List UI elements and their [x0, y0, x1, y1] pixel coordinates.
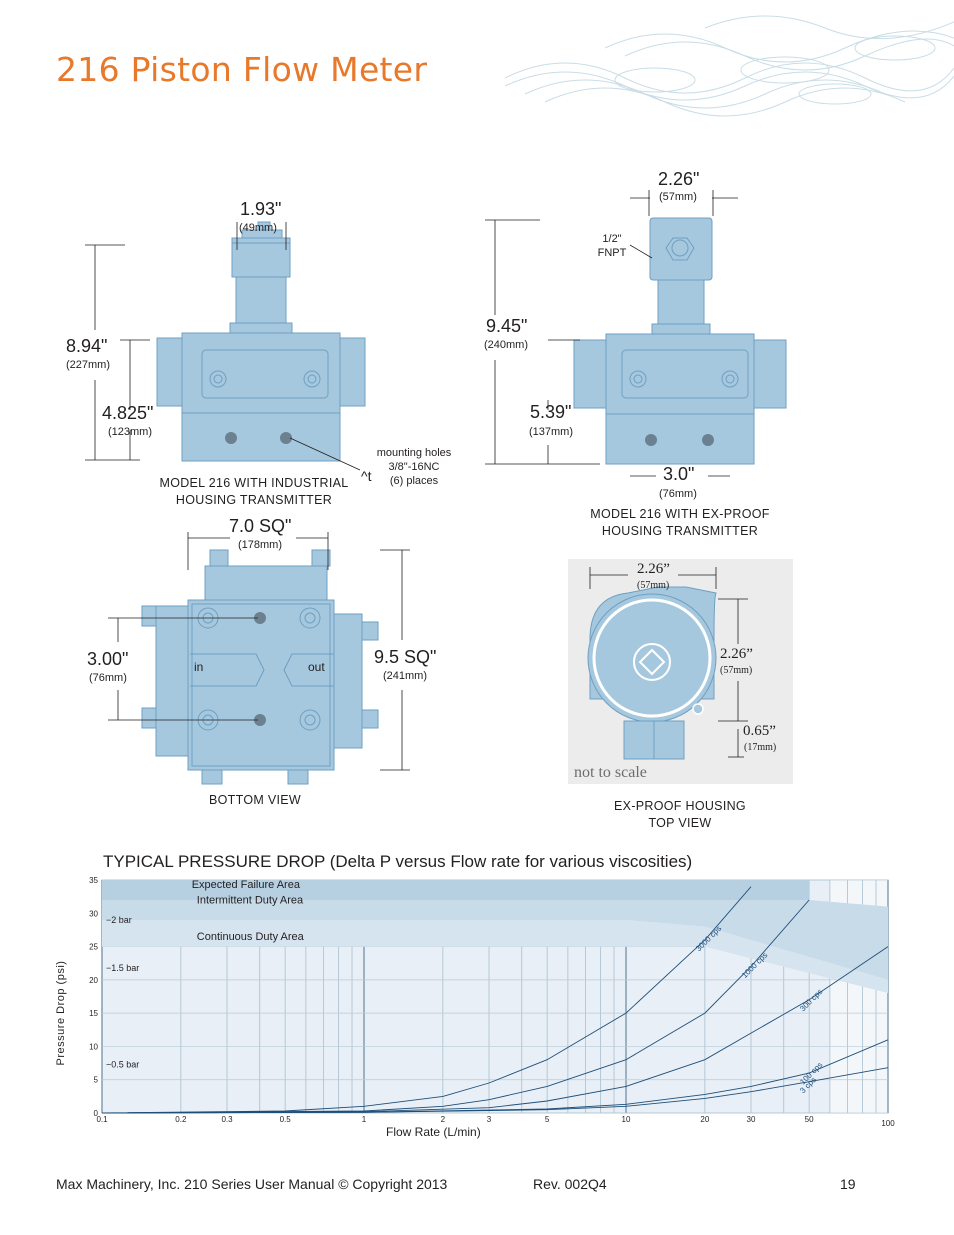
out-port-label: out [308, 660, 325, 674]
industrial-top-width-mm: (49mm) [239, 222, 277, 234]
fnpt-note: 1/2" FNPT [597, 233, 627, 259]
top-view-width: 2.26” [637, 561, 670, 577]
top-view-width-mm: (57mm) [637, 580, 670, 591]
page-title: 216 Piston Flow Meter [56, 50, 428, 89]
x-tick-label: 10 [622, 1115, 631, 1124]
footer-rev: Rev. 002Q4 [533, 1176, 607, 1192]
exproof-total-height: 9.45" [486, 316, 528, 336]
exproof-housing-drawing [485, 190, 787, 477]
x-tick-label: 0.5 [280, 1115, 292, 1124]
industrial-housing-drawing [85, 221, 366, 471]
x-tick-label: 20 [700, 1115, 709, 1124]
y-tick-label: 10 [89, 1042, 98, 1051]
series-line-300-cps [101, 946, 889, 1114]
bar-mark-label: −0.5 bar [106, 1060, 139, 1070]
top-view-offset: 0.65” [743, 723, 776, 739]
top-view-caption: EX-PROOF HOUSING TOP VIEW [614, 799, 746, 830]
x-tick-label: 1 [362, 1115, 367, 1124]
y-tick-label: 35 [89, 876, 98, 885]
x-tick-label: 0.1 [96, 1115, 108, 1124]
bottom-view-caption: BOTTOM VIEW [209, 793, 301, 807]
top-view-offset-mm: (17mm) [744, 742, 777, 753]
footer-page-number: 19 [840, 1176, 856, 1192]
bottom-view-drawing [108, 532, 410, 785]
exproof-body-height-mm: (137mm) [529, 426, 574, 438]
exproof-top-width: 2.26" [658, 169, 700, 189]
not-to-scale-note: not to scale [574, 764, 647, 781]
x-tick-label: 0.2 [175, 1115, 187, 1124]
industrial-caption: MODEL 216 WITH INDUSTRIAL HOUSING TRANSM… [159, 476, 349, 507]
industrial-total-height: 8.94" [66, 336, 108, 356]
bar-mark-label: −1.5 bar [106, 963, 139, 973]
top-view-drawing [568, 559, 793, 784]
exproof-base-width: 3.0" [663, 464, 695, 484]
chart-xlabel: Flow Rate (L/min) [386, 1125, 481, 1139]
series-line-3000-cps [101, 886, 752, 1114]
industrial-body-height: 4.825" [102, 403, 154, 423]
expected-failure-area [102, 880, 810, 900]
chart-ylabel: Pressure Drop (psi) [55, 960, 67, 1066]
series-line-1000-cps [101, 899, 810, 1114]
exproof-total-height-mm: (240mm) [484, 339, 529, 351]
bottom-height-mm: (241mm) [383, 670, 428, 682]
bottom-height: 9.5 SQ" [374, 647, 437, 667]
top-view-height-mm: (57mm) [720, 665, 753, 676]
y-tick-label: 5 [94, 1076, 99, 1085]
x-tick-label: 5 [545, 1115, 550, 1124]
y-tick-label: 15 [89, 1009, 98, 1018]
bottom-spacing: 3.00" [87, 649, 129, 669]
bottom-spacing-mm: (76mm) [89, 672, 127, 684]
exproof-top-width-mm: (57mm) [659, 191, 697, 203]
in-port-label: in [194, 660, 204, 674]
footer-manual: Max Machinery, Inc. 210 Series User Manu… [56, 1176, 448, 1192]
exproof-base-width-mm: (76mm) [659, 488, 697, 500]
decorative-wave-pattern [505, 15, 954, 117]
x-tick-label: 100 [881, 1119, 895, 1128]
industrial-body-height-mm: (123mm) [108, 426, 153, 438]
continuous-duty-area [102, 919, 888, 994]
exproof-body-height: 5.39" [530, 402, 572, 422]
top-view-height: 2.26” [720, 646, 753, 662]
y-tick-label: 25 [89, 943, 98, 952]
mounting-holes-note: mounting holes 3/8"-16NC (6) places [376, 447, 452, 487]
industrial-total-height-mm: (227mm) [66, 359, 111, 371]
bottom-width: 7.0 SQ" [229, 516, 292, 536]
exproof-caption: MODEL 216 WITH EX-PROOF HOUSING TRANSMIT… [590, 507, 770, 538]
series-line-3-cps [101, 1067, 889, 1114]
chart-title: TYPICAL PRESSURE DROP (Delta P versus Fl… [103, 852, 693, 871]
y-tick-label: 0 [94, 1109, 99, 1118]
area-label: Intermittent Duty Area [197, 894, 304, 906]
mounting-mark: ^t [361, 468, 372, 484]
x-tick-label: 0.3 [221, 1115, 233, 1124]
area-label: Expected Failure Area [192, 879, 301, 891]
y-tick-label: 30 [89, 909, 98, 918]
area-label: Continuous Duty Area [197, 931, 305, 943]
x-tick-label: 2 [441, 1115, 446, 1124]
x-tick-label: 30 [747, 1115, 756, 1124]
chart-areas [102, 880, 888, 994]
x-tick-label: 3 [487, 1115, 492, 1124]
chart-series [101, 886, 889, 1114]
bottom-width-mm: (178mm) [238, 539, 283, 551]
x-tick-label: 50 [805, 1115, 814, 1124]
bar-mark-label: −2 bar [106, 915, 132, 925]
industrial-top-width: 1.93" [240, 199, 282, 219]
y-tick-label: 20 [89, 976, 98, 985]
